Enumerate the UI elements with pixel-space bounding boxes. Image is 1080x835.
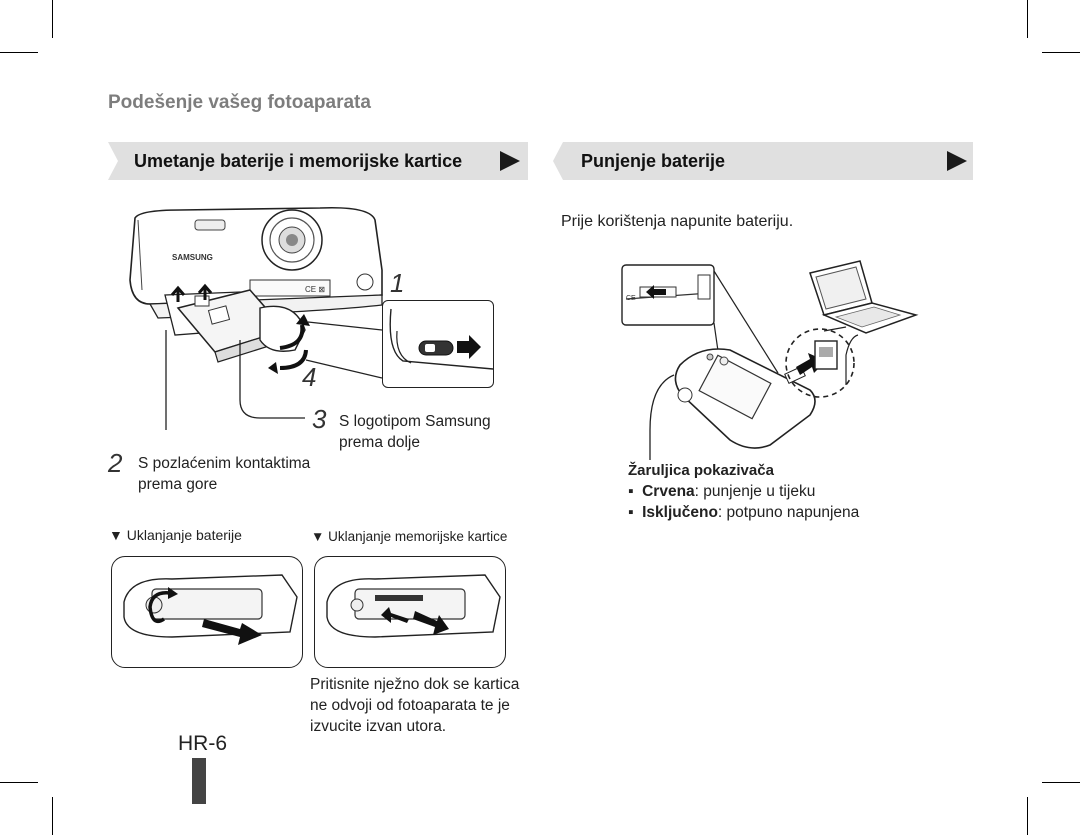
remove-card-drawing — [326, 574, 501, 638]
remove-battery-label: ▼ Uklanjanje baterije — [109, 527, 242, 543]
left-header-bar-shape — [108, 142, 528, 180]
camera-charging-illustration: CE — [621, 260, 919, 460]
page-number: HR-6 — [178, 732, 228, 755]
indicator-bullet-red: ▪ Crvena: punjenje u tijeku — [628, 481, 815, 502]
svg-text:CE: CE — [626, 295, 636, 302]
bullet-marker: ▪ — [628, 483, 643, 500]
battery-lock-drawing — [389, 308, 493, 370]
battery-lock-inset — [382, 300, 494, 388]
page-tab-marker — [192, 758, 206, 804]
step-3-text-line2: prema dolje — [339, 434, 420, 451]
step-4-number: 4 — [302, 362, 317, 392]
crop-mark — [52, 797, 53, 835]
indicator-bullet-off: ▪ Isključeno: potpuno napunjena — [628, 502, 859, 523]
crop-mark — [52, 0, 53, 38]
crop-mark — [1027, 797, 1028, 835]
remove-card-box — [314, 556, 506, 668]
svg-text:CE ⊠: CE ⊠ — [305, 285, 325, 294]
step-3-number: 3 — [312, 404, 327, 434]
step-3-text-line1: S logotipom Samsung — [339, 413, 491, 430]
bullet-desc-off: : potpuno napunjena — [717, 504, 860, 521]
left-section-header: Umetanje baterije i memorijske kartice — [108, 142, 488, 180]
crop-mark — [1027, 0, 1028, 38]
right-section-header-text: Punjenje baterije — [581, 151, 726, 171]
remove-card-label: ▼ Uklanjanje memorijske kartice — [311, 529, 508, 544]
bullet-term-off: Isključeno — [642, 504, 718, 521]
charge-intro-text: Prije korištenja napunite bateriju. — [561, 213, 794, 230]
card-note-line3: izvucite izvan utora. — [310, 718, 447, 735]
step-1-number: 1 — [390, 268, 405, 298]
section-title: Podešenje vašeg fotoaparata — [108, 92, 371, 113]
camera-brand-logo: SAMSUNG — [172, 253, 213, 262]
indicator-title: Žaruljica pokazivača — [628, 462, 774, 479]
card-note-line2: ne odvoji od fotoaparata te je — [310, 697, 510, 714]
step-2-text-line1: S pozlaćenim kontaktima — [138, 455, 311, 472]
bullet-term-red: Crvena — [642, 483, 695, 500]
crop-mark — [1042, 782, 1080, 783]
crop-mark — [0, 782, 38, 783]
remove-battery-drawing — [123, 574, 298, 645]
right-section-header: Punjenje baterije — [553, 142, 933, 180]
step-2-text-line2: prema gore — [138, 476, 218, 493]
step-2-number: 2 — [108, 448, 123, 478]
remove-battery-box — [111, 556, 303, 668]
card-note-line1: Pritisnite nježno dok se kartica — [310, 676, 520, 693]
right-header-bar-shape — [553, 142, 973, 180]
crop-mark — [0, 52, 38, 53]
left-section-header-text: Umetanje baterije i memorijske kartice — [134, 151, 463, 171]
crop-mark — [1042, 52, 1080, 53]
bullet-desc-red: : punjenje u tijeku — [694, 483, 816, 500]
camera-battery-insert-illustration: SAMSUNG CE ⊠ — [129, 206, 383, 430]
bullet-marker: ▪ — [628, 504, 643, 521]
